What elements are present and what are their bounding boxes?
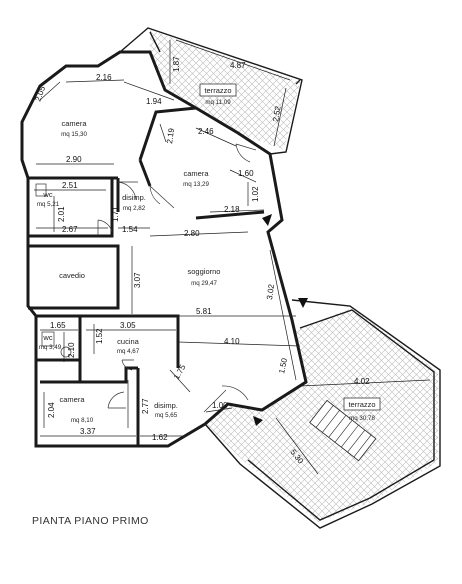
room-name-wc-bottom: wc <box>42 333 52 342</box>
wall-camera-bottom-top <box>40 366 138 384</box>
dim-1-62: 1.62 <box>152 433 168 442</box>
dim-1-87: 1.87 <box>172 56 181 72</box>
dim-3-37: 3.37 <box>80 427 96 436</box>
dimension-lines <box>34 39 431 475</box>
stair-icon <box>309 399 377 462</box>
dim-3-07: 3.07 <box>133 272 142 288</box>
room-area-terrazzo-bottom: mq 30,78 <box>349 415 375 422</box>
dim-1-52: 1.52 <box>95 328 104 344</box>
room-name-disimp-bottom: disimp. <box>154 401 178 410</box>
dim-2-67: 2.67 <box>62 225 78 234</box>
dim-1-02: 1.02 <box>251 186 260 202</box>
dim-1-54: 1.54 <box>122 225 138 234</box>
room-name-disimp-top: disimp. <box>122 193 146 202</box>
dim-1-75: 1.75 <box>172 363 188 381</box>
door-camera-top <box>117 181 138 201</box>
terrazzo-bottom-edge <box>247 309 435 521</box>
dim-2-01: 2.01 <box>57 206 66 222</box>
room-name-cucina: cucina <box>117 337 140 346</box>
dim-2-46: 2.46 <box>198 127 214 136</box>
room-name-camera-bottom: camera <box>59 395 85 404</box>
terrazzo-bottom-parapet <box>204 299 441 529</box>
dim-4-87: 4.87 <box>230 61 246 70</box>
room-area-soggiorno: mq 29,47 <box>191 280 217 287</box>
dim-4-02: 4.02 <box>354 377 370 386</box>
dim-2-52: 2.52 <box>271 105 283 122</box>
door-camera-mid <box>149 185 175 209</box>
dim-1-50: 1.50 <box>277 357 289 375</box>
wall-camera-separation <box>138 106 197 161</box>
wc-bottom-fixtures <box>41 331 55 347</box>
dim-2-04: 2.04 <box>47 402 56 418</box>
terrazzo-bottom-label-box <box>343 397 381 411</box>
dim-1-71: 1.71 <box>111 206 120 222</box>
room-name-wc-top: wc <box>42 190 52 199</box>
dim-2-77: 2.77 <box>141 398 150 414</box>
room-area-camera-top: mq 15,30 <box>61 131 87 138</box>
plan-title: PIANTA PIANO PRIMO <box>32 515 149 527</box>
room-name-camera-top: camera <box>61 119 87 128</box>
room-area-camera-bottom: mq 8,10 <box>71 417 94 424</box>
dim-2-18: 2.18 <box>224 205 240 214</box>
room-area-disimp-bottom: mq 5,65 <box>155 412 178 419</box>
room-area-terrazzo-top: mq 11,09 <box>205 99 231 106</box>
dim-2-51: 2.51 <box>62 181 78 190</box>
level-marker-icon <box>262 214 272 226</box>
room-area-camera-mid: mq 13,29 <box>183 181 209 188</box>
wall-cavedio <box>28 244 120 310</box>
dim-1-94: 1.94 <box>146 97 162 106</box>
dim-1-60: 1.60 <box>238 169 254 178</box>
dim-3-02: 3.02 <box>265 283 276 300</box>
dim-5-81: 5.81 <box>196 307 212 316</box>
wc-bottom-basin <box>60 346 72 358</box>
room-area-wc-top: mq 5,21 <box>37 201 60 208</box>
dim-4-10: 4.10 <box>224 337 240 346</box>
room-name-cavedio: cavedio <box>59 271 85 280</box>
outer-wall <box>20 50 308 448</box>
dim-1-65: 1.65 <box>50 321 66 330</box>
room-area-cucina: mq 4,67 <box>117 348 140 355</box>
door-cucina <box>121 359 134 371</box>
dim-1-00: 1.00 <box>212 401 228 410</box>
room-area-wc-bottom: mq 3,49 <box>39 344 62 351</box>
level-marker-icon-entry <box>253 416 263 426</box>
dim-2-19: 2.19 <box>165 127 176 144</box>
dim-2-05: 2.05 <box>33 84 47 102</box>
wall-camera-mid-bottom <box>195 210 265 220</box>
dim-2-10: 2.10 <box>67 342 76 358</box>
room-area-disimp-top: mq 2,82 <box>123 205 146 212</box>
door-camera-bottom <box>107 391 126 409</box>
room-name-camera-mid: camera <box>183 169 209 178</box>
terrazzo-top-label-box <box>199 83 237 97</box>
level-marker-icon-terrace <box>298 298 308 308</box>
room-name-terrazzo-bottom: terrazzo <box>348 400 375 409</box>
dim-3-05: 3.05 <box>120 321 136 330</box>
dim-2-16: 2.16 <box>96 73 112 82</box>
room-name-soggiorno: soggiorno <box>188 267 221 276</box>
dim-2-80: 2.80 <box>184 229 200 238</box>
terrazzo-top-parapet-inner <box>149 31 301 85</box>
room-name-terrazzo-top: terrazzo <box>204 86 231 95</box>
wall-camera-mid-left <box>138 159 152 187</box>
wall-wc-bottom <box>36 316 82 382</box>
terrazzo-top-parapet <box>119 27 303 155</box>
door-disimp-bottom <box>203 385 249 413</box>
door-terrazzo-top <box>235 143 257 163</box>
dim-2-90: 2.90 <box>66 155 82 164</box>
